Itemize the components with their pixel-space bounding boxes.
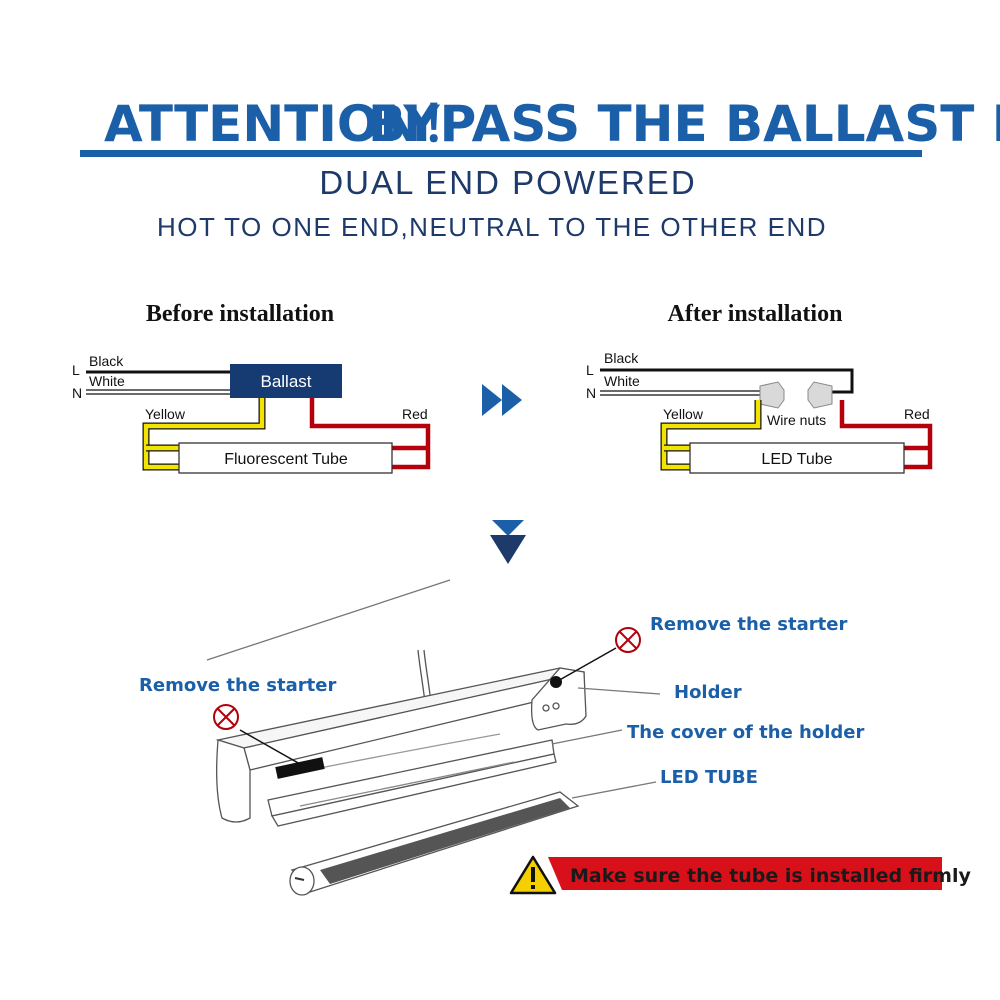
after-wiring-diagram: After installation Black White L N Wire … — [586, 301, 933, 474]
ballast-box — [230, 364, 342, 398]
leader-starter-right — [555, 647, 617, 683]
leader-cover — [551, 729, 623, 745]
leader-holder — [577, 687, 661, 695]
bypass-heading: BYPASS THE BALLAST FIRST — [368, 95, 1000, 153]
after-title: After installation — [668, 301, 843, 327]
led-tube-label: LED Tube — [761, 451, 832, 468]
header-rule — [80, 150, 922, 157]
after-red-label: Red — [904, 406, 930, 422]
after-white-label: White — [604, 373, 640, 389]
before-black-label: Black — [89, 353, 124, 369]
before-yellow-label: Yellow — [145, 406, 186, 422]
remove-icon-right — [615, 627, 641, 653]
led-tube-box — [689, 442, 905, 474]
remove-icon-left — [213, 704, 239, 730]
after-l-label: L — [586, 362, 594, 378]
before-l-label: L — [72, 362, 80, 378]
left-end-cap — [216, 739, 251, 823]
before-red-label: Red — [402, 406, 428, 422]
before-n-label: N — [72, 385, 82, 401]
after-black-label: Black — [604, 350, 639, 366]
before-red-wire — [309, 398, 431, 470]
before-title: Before installation — [146, 301, 334, 327]
fluorescent-tube — [178, 442, 393, 474]
leader-starter-left — [239, 729, 301, 765]
led-tube-callout: LED TUBE — [660, 767, 758, 788]
ceiling-line — [206, 579, 451, 661]
fixture-illustration — [206, 579, 661, 896]
remove-starter-right-label: Remove the starter — [650, 614, 847, 635]
subtitle-detail: HOT TO ONE END,NEUTRAL TO THE OTHER END — [157, 212, 827, 242]
warning-bar — [548, 857, 942, 890]
remove-starter-left-label: Remove the starter — [139, 675, 336, 696]
starter-left — [275, 757, 325, 779]
after-red-wire — [839, 400, 933, 470]
double-down-arrow-icon — [490, 520, 526, 564]
double-right-arrow-icon — [482, 384, 522, 416]
led-tube-illustration — [289, 791, 580, 896]
subtitle: DUAL END POWERED — [319, 164, 696, 201]
after-yellow-label: Yellow — [663, 406, 704, 422]
tube-end-cap — [289, 866, 315, 896]
leader-led-tube — [571, 781, 657, 799]
warning-icon — [509, 855, 557, 895]
holder-cover-label: The cover of the holder — [627, 722, 864, 743]
wire-nuts-label: Wire nuts — [767, 412, 826, 428]
before-wiring-diagram: Before installation Black White L N Ball… — [72, 301, 431, 474]
fluorescent-tube-label: Fluorescent Tube — [224, 451, 348, 468]
after-black-wire — [600, 368, 854, 394]
wire-nuts-icon — [759, 381, 833, 409]
ballast-label: Ballast — [260, 372, 311, 391]
after-n-label: N — [586, 385, 596, 401]
holder-end-cap — [530, 667, 587, 731]
holder-hole — [542, 704, 550, 712]
warning-banner: Make sure the tube is installed firmly — [509, 855, 971, 895]
before-white-label: White — [89, 373, 125, 389]
holder-label: Holder — [674, 682, 742, 703]
attention-heading: ATTENTION！ — [104, 95, 471, 153]
warning-text: Make sure the tube is installed firmly — [570, 865, 971, 887]
